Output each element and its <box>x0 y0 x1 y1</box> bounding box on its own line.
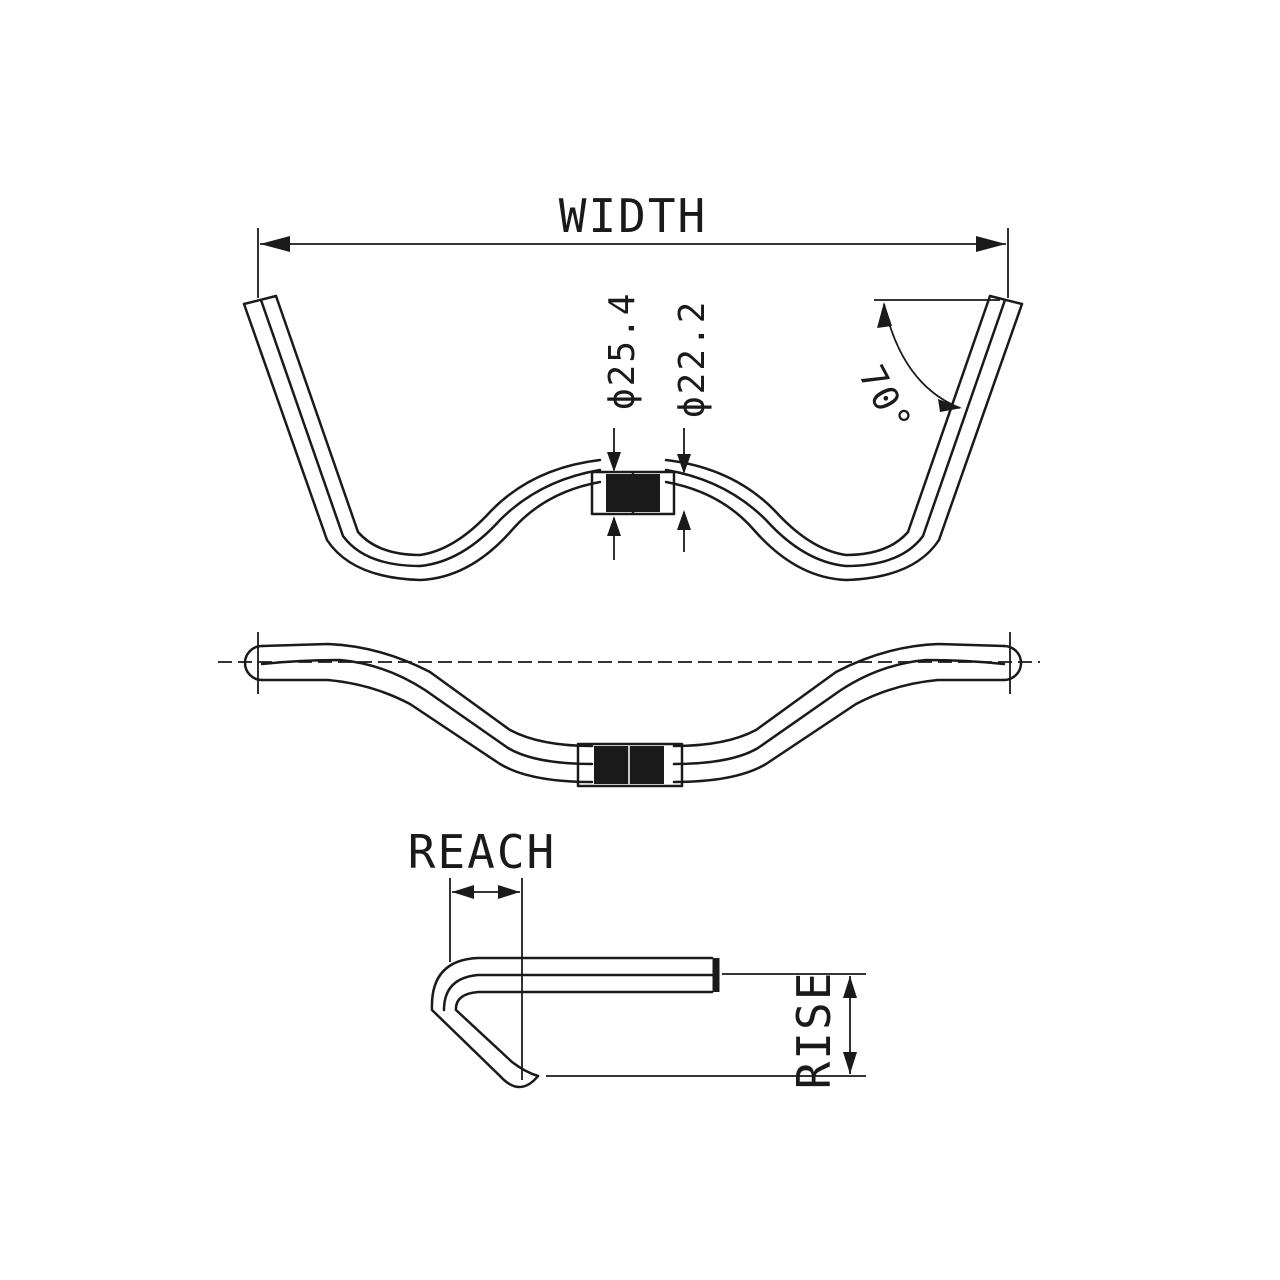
diameter-clamp-label: ϕ25.4 <box>602 292 643 410</box>
handlebar-tube-top <box>242 294 1024 582</box>
diameter-grip-label: ϕ22.2 <box>672 300 713 418</box>
side-view: REACH RISE <box>408 825 866 1089</box>
top-view: WIDTH ϕ25.4 ϕ22.2 <box>242 189 1024 582</box>
width-dimension <box>257 228 1009 298</box>
width-label: WIDTH <box>559 189 707 243</box>
angle-label: 70° <box>850 359 920 441</box>
side-profile <box>430 956 720 1089</box>
rise-label: RISE <box>787 971 841 1090</box>
reach-dimension <box>449 878 523 1080</box>
reach-label: REACH <box>408 825 556 879</box>
front-view <box>218 632 1040 788</box>
diameter-arrows <box>607 428 691 560</box>
angle-indicator <box>874 299 1000 412</box>
rise-dimension <box>546 973 866 1077</box>
